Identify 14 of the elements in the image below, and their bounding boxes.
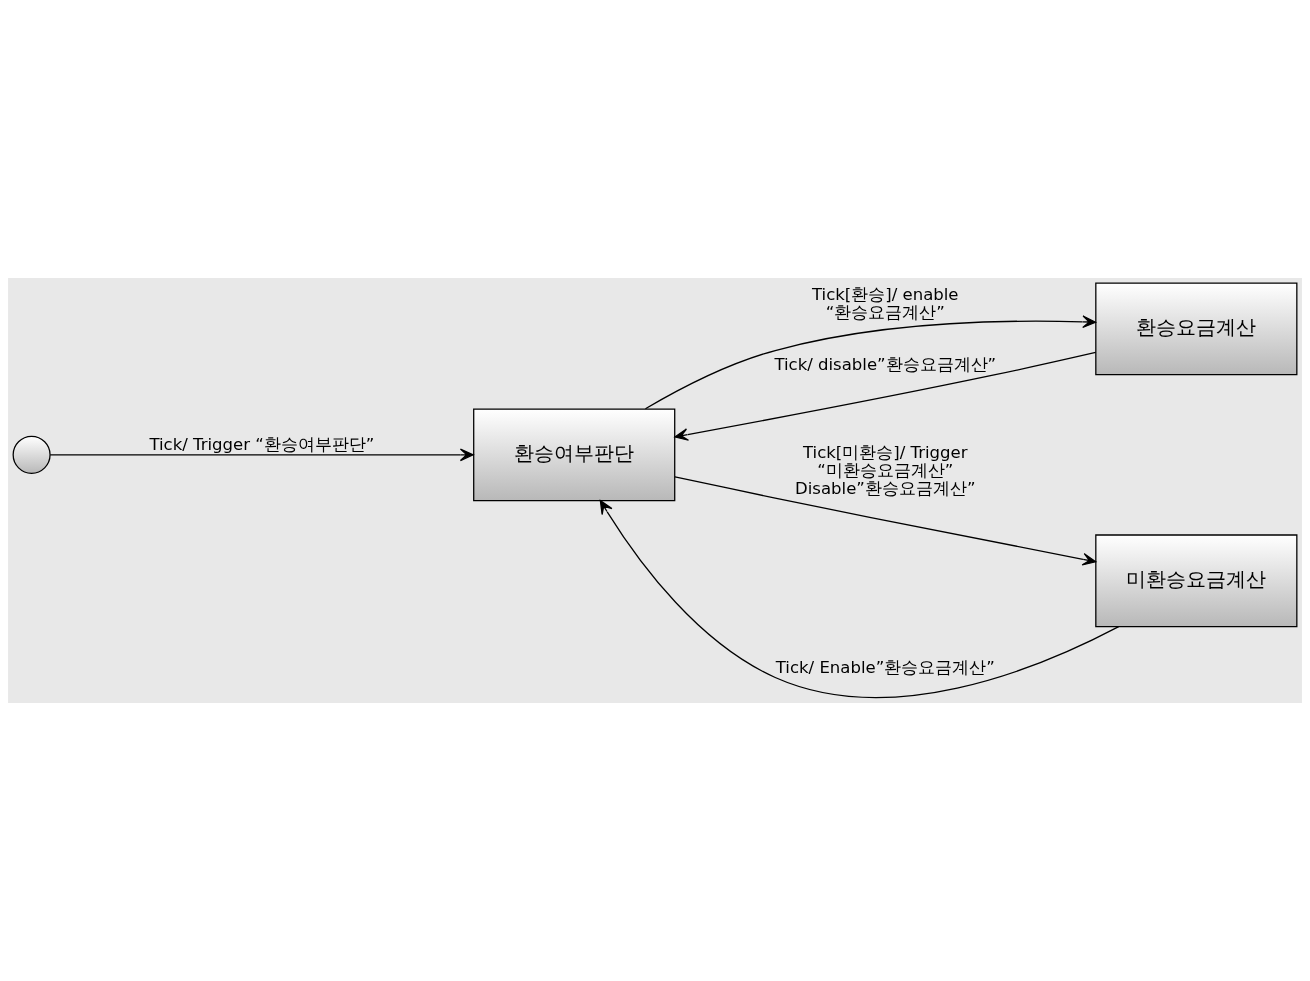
node-circle bbox=[12, 435, 51, 474]
node-box: 환승여부판단 bbox=[473, 408, 676, 502]
arrow bbox=[599, 500, 1120, 698]
arrow bbox=[49, 448, 474, 462]
edge-label: Tick/ disable”환승요금계산” bbox=[774, 355, 997, 375]
edge-label: Tick[환승]/ enable “환승요금계산” bbox=[812, 285, 959, 322]
arrow bbox=[644, 315, 1097, 410]
arrow bbox=[674, 476, 1097, 566]
edge-label: Tick/ Enable”환승요금계산” bbox=[775, 657, 995, 677]
arrow bbox=[674, 351, 1097, 441]
edge-label: Tick/ Trigger “환승여부판단” bbox=[149, 435, 375, 455]
edge-label: Tick[미환승]/ Trigger “미환승요금계산” Disable”환승요금계산” bbox=[795, 442, 976, 498]
node-box: 미환승요금계산 bbox=[1095, 534, 1298, 628]
node-box: 환승요금계산 bbox=[1095, 282, 1298, 376]
